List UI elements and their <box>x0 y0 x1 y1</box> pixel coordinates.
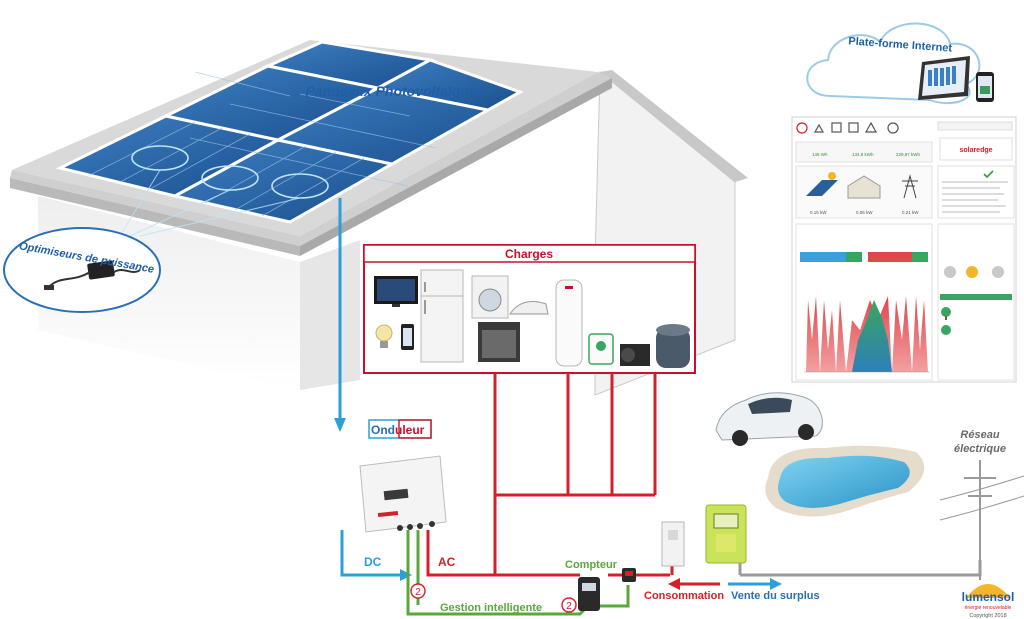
flow-value-3: 0.21 kW <box>902 210 919 215</box>
house-mini-icon <box>847 175 881 199</box>
consumption-label: Consommation <box>644 590 724 602</box>
marker-2-right: 2 <box>561 597 577 613</box>
brand-copyright: Copyright 2018 <box>969 613 1006 619</box>
charges-title-box <box>363 244 696 263</box>
smart-management-label: Gestion intelligente <box>440 602 542 614</box>
optimizers-callout <box>3 227 161 313</box>
surplus-arrow <box>728 578 782 590</box>
marker-2-right-text: 2 <box>566 601 572 612</box>
consumption-arrow <box>668 578 720 590</box>
tablet-icon <box>918 56 970 100</box>
charges-title: Charges <box>505 247 553 261</box>
solar-panel-array <box>55 40 524 237</box>
oven-icon <box>478 322 520 362</box>
monitoring-dashboard: 149 Wh 134.8 kWh 229,87 kWh solaredge 0.… <box>791 116 1017 383</box>
inverter-label-ac-part: uleur <box>395 423 425 437</box>
ac-label: AC <box>438 555 456 569</box>
co2-mini-icon <box>941 325 951 335</box>
weather-icons <box>944 266 1004 278</box>
ac-line <box>426 373 674 577</box>
dashboard-brand-logo: solaredge <box>959 147 992 154</box>
phone-icon <box>976 72 994 102</box>
pylon-mini-icon <box>902 174 918 199</box>
dc-line <box>338 198 403 577</box>
dc-label: DC <box>364 555 382 569</box>
svg-text:Onduleur: Onduleur <box>371 423 425 437</box>
pool-filter-icon <box>656 324 690 368</box>
tv-icon <box>374 276 418 307</box>
inverter-device <box>359 455 447 533</box>
flow-value-2: 0.05 kW <box>856 210 873 215</box>
marker-2-left: 2 <box>410 583 426 599</box>
dashboard-value-3: 229,87 kWh <box>896 152 921 157</box>
ev-charger-icon <box>588 333 614 365</box>
marker-2-left-text: 2 <box>415 587 421 598</box>
meter-sensor-icon <box>622 568 636 582</box>
swimming-pool-icon <box>765 445 925 517</box>
meter-device <box>578 577 600 611</box>
inverter-label-dc-part: Ond <box>371 423 395 437</box>
solar-panel-mini-icon <box>806 172 838 196</box>
grid-label-line1: Réseau <box>960 429 999 441</box>
brand-tagline: énergie renouvelable <box>965 605 1012 611</box>
pool-pump-icon <box>620 344 650 366</box>
meter-label: Compteur <box>565 559 618 571</box>
surplus-label: Vente du surplus <box>731 590 820 602</box>
power-pylon-icon <box>939 460 1024 580</box>
power-chart <box>804 296 930 373</box>
lightbulb-icon <box>375 324 393 348</box>
linky-meter-icon <box>705 504 747 564</box>
flow-value-1: 0.16 kW <box>810 210 827 215</box>
electric-car-icon <box>715 392 823 446</box>
dashboard-toolbar <box>796 121 899 134</box>
water-heater-icon <box>555 279 583 367</box>
washing-machine-icon <box>471 275 509 319</box>
fridge-icon <box>420 269 464 363</box>
grid-line <box>740 560 982 577</box>
grid-label-line2: électrique <box>954 443 1006 455</box>
panels-label: Panneaux Photovoltaïques <box>306 83 485 99</box>
smartphone-icon <box>401 324 414 350</box>
tree-mini-icon <box>941 307 951 320</box>
dashboard-value-2: 134.8 kWh <box>852 152 874 157</box>
circuit-breaker-icon <box>661 521 685 567</box>
dashboard-value-1: 149 Wh <box>812 152 828 157</box>
brand-name: lumensol <box>962 590 1015 604</box>
lumensol-logo: lumensol énergie renouvelable Copyright … <box>962 584 1015 619</box>
iron-icon <box>509 301 549 315</box>
